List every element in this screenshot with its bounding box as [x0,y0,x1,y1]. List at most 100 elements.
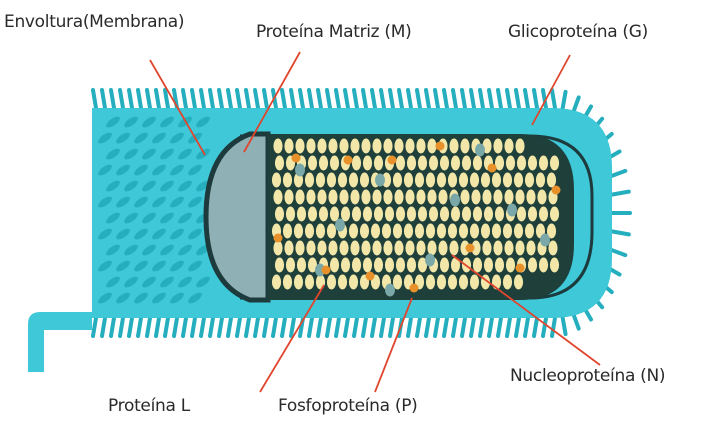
nucleoprotein-unit [275,207,284,222]
nucleoprotein-unit [426,275,435,290]
glycoprotein-spike [309,90,312,108]
glycoprotein-spike [228,90,231,108]
nucleoprotein-unit [294,224,303,239]
glycoprotein-spike [219,318,222,336]
nucleoprotein-unit [438,241,447,256]
glycoprotein-spike [471,318,474,336]
glycoprotein-spike [552,318,555,336]
nucleoprotein-unit [437,173,446,188]
glycoprotein-spike [489,90,492,108]
nucleoprotein-unit [473,258,482,273]
glycoprotein-spike [453,318,456,336]
glycoprotein-spike [282,318,285,336]
nucleoprotein-unit [360,224,369,239]
nucleoprotein-unit [493,190,502,205]
glycoprotein-spike [174,318,177,336]
nucleoprotein-unit [371,224,380,239]
glycoprotein-spike [435,90,438,108]
glycoprotein-spike [192,318,195,336]
nucleoprotein-unit [374,207,383,222]
glycoprotein-spike [165,318,168,336]
nucleoprotein-unit [275,258,284,273]
glycoprotein-spike [165,90,168,108]
glycoprotein-spike [93,90,96,108]
nucleoprotein-unit [407,156,416,171]
glycoprotein-spike [480,90,483,108]
glycoprotein-spike [327,90,330,108]
nucleoprotein-unit [418,207,427,222]
protein-l-dot [410,284,419,293]
nucleoprotein-unit [283,224,292,239]
nucleoprotein-unit [361,139,370,154]
nucleoprotein-unit [372,241,381,256]
nucleoprotein-unit [317,190,326,205]
nucleoprotein-unit [449,139,458,154]
glycoprotein-spike [318,318,321,336]
glycoprotein-spike [381,318,384,336]
nucleoprotein-unit [407,207,416,222]
glycoprotein-spike [246,318,249,336]
glycoprotein-spike [480,318,483,336]
nucleoprotein-unit [350,241,359,256]
glycoprotein-spike [129,318,132,336]
nucleoprotein-unit [306,139,315,154]
nucleoprotein-unit [515,190,524,205]
glycoprotein-spike [381,90,384,108]
glycoprotein-spike [138,90,141,108]
nucleoprotein-unit [506,156,515,171]
nucleoprotein-unit [460,139,469,154]
nucleoprotein-unit [550,156,559,171]
glycoprotein-spike [363,318,366,336]
nucleoprotein-unit [525,173,534,188]
glycoprotein-spike [111,318,114,336]
nucleoprotein-unit [316,173,325,188]
nucleoprotein-unit [492,173,501,188]
nucleoprotein-unit [383,241,392,256]
nucleoprotein-unit [327,173,336,188]
nucleoprotein-unit [525,224,534,239]
glycoprotein-spike [372,90,375,108]
nucleoprotein-unit [462,156,471,171]
protein-l-dot [366,272,375,281]
nucleoprotein-unit [517,207,526,222]
nucleoprotein-unit [416,241,425,256]
nucleoprotein-unit [448,224,457,239]
glycoprotein-spike [435,318,438,336]
glycoprotein-spike [390,318,393,336]
nucleoprotein-unit [286,258,295,273]
glycoprotein-spike [417,318,420,336]
nucleoprotein-unit [493,241,502,256]
nucleoprotein-unit [297,207,306,222]
phosphoprotein-dot [385,284,395,297]
nucleoprotein-unit [503,224,512,239]
glycoprotein-spike [147,318,150,336]
nucleoprotein-unit [526,241,535,256]
glycoprotein-spike [147,90,150,108]
glycoprotein-spike [192,90,195,108]
nucleoprotein-unit [418,156,427,171]
protein-l-dot [466,244,475,253]
glycoprotein-spike [237,90,240,108]
membrane-tail [28,312,92,372]
protein-l-dot [488,164,497,173]
nucleoprotein-unit [283,275,292,290]
nucleoprotein-unit [438,190,447,205]
protein-l-dot [292,154,301,163]
nucleoprotein-unit [272,275,281,290]
nucleoprotein-unit [394,190,403,205]
glycoprotein-spike [345,90,348,108]
nucleoprotein-unit [350,190,359,205]
nucleoprotein-unit [462,207,471,222]
glycoprotein-spike [611,192,629,195]
nucleoprotein-unit [448,275,457,290]
nucleoprotein-unit [319,207,328,222]
nucleoprotein-unit [550,258,559,273]
nucleoprotein-unit [426,173,435,188]
nucleoprotein-unit [528,156,537,171]
nucleoprotein-unit [415,173,424,188]
nucleoprotein-unit [415,224,424,239]
nucleoprotein-unit [275,156,284,171]
nucleoprotein-unit [547,173,556,188]
nucleoprotein-unit [550,207,559,222]
